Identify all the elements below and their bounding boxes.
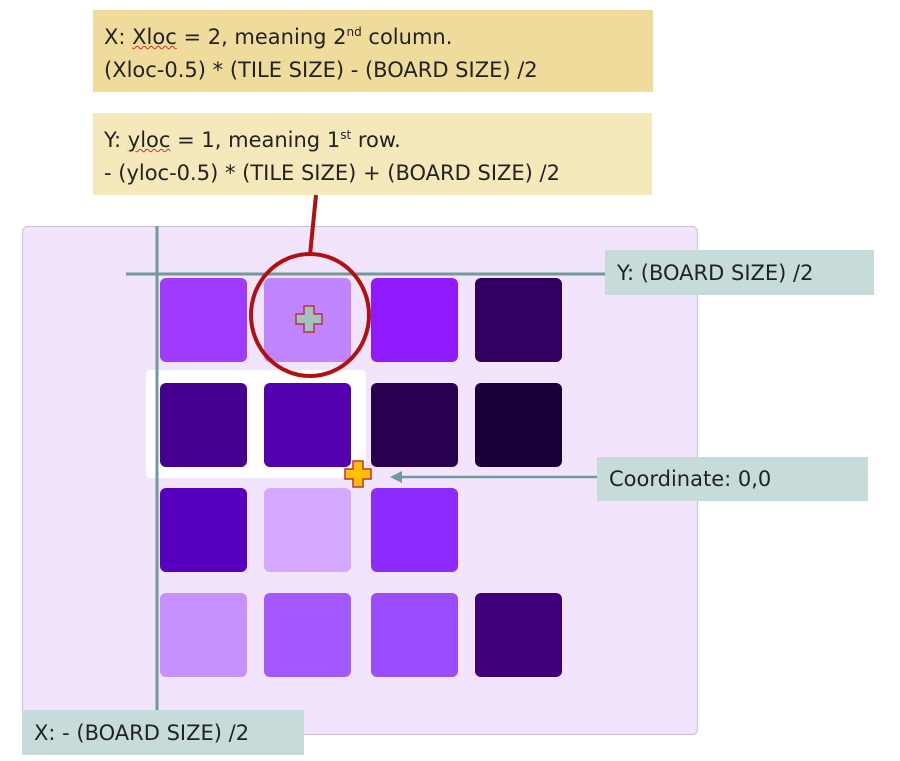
tile-r2-c3 <box>371 383 458 467</box>
tile-center-cross-icon <box>295 305 323 333</box>
tile-r3-c1 <box>160 488 247 572</box>
text: row. <box>351 128 401 152</box>
x-formula-note: X: Xloc = 2, meaning 2nd column. (Xloc-0… <box>93 10 653 92</box>
tile-r1-c4 <box>475 278 562 362</box>
tile-r4-c4 <box>475 593 562 677</box>
x-formula: (Xloc-0.5) * (TILE SIZE) - (BOARD SIZE) … <box>104 58 538 82</box>
origin-cross-icon <box>344 460 372 488</box>
tile-r2-c1 <box>160 383 247 467</box>
tile-r4-c2 <box>264 593 351 677</box>
tile-r4-c3 <box>371 593 458 677</box>
x-axis-label: X: - (BOARD SIZE) /2 <box>22 710 304 755</box>
yloc-var: yloc <box>127 128 171 152</box>
text: = 1, meaning 1 <box>170 128 341 152</box>
text: column. <box>361 25 453 49</box>
y-formula: - (yloc-0.5) * (TILE SIZE) + (BOARD SIZE… <box>104 161 560 185</box>
y-formula-note: Y: yloc = 1, meaning 1st row. - (yloc-0.… <box>93 113 652 195</box>
origin-label: Coordinate: 0,0 <box>597 457 868 501</box>
tile-r1-c1 <box>160 278 247 362</box>
y-axis-label: Y: (BOARD SIZE) /2 <box>605 250 874 295</box>
sup: nd <box>346 25 362 39</box>
text: X: <box>104 25 133 49</box>
tile-r3-c2 <box>264 488 351 572</box>
highlight-circle <box>249 252 371 378</box>
text: = 2, meaning 2 <box>176 25 347 49</box>
text: Y: <box>104 128 128 152</box>
sup: st <box>340 128 352 142</box>
xloc-var: Xloc <box>132 25 177 49</box>
pointer-line <box>308 194 318 256</box>
tile-r4-c1 <box>160 593 247 677</box>
tile-r2-c4 <box>475 383 562 467</box>
arrowhead-icon <box>390 471 402 483</box>
tile-r3-c3 <box>371 488 458 572</box>
tile-r2-c2 <box>264 383 351 467</box>
tile-r1-c3 <box>371 278 458 362</box>
